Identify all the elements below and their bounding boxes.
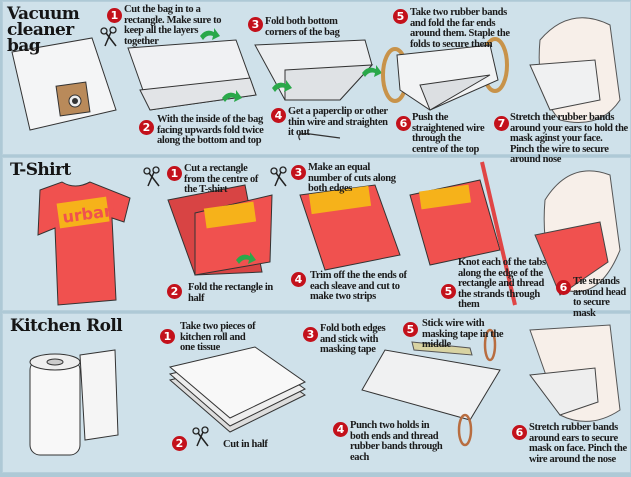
step-text: Get a paperclip or other thin wire and s… bbox=[288, 106, 388, 138]
step-text: Make an equal number of cuts along both … bbox=[308, 162, 396, 194]
step-badge: 4 bbox=[271, 108, 286, 123]
step-badge: 6 bbox=[512, 425, 527, 440]
step-badge: 3 bbox=[248, 17, 263, 32]
step-badge: 1 bbox=[107, 8, 122, 23]
step-badge: 6 bbox=[556, 280, 571, 295]
paperclip-icon bbox=[298, 133, 341, 141]
section-title-vacuum: Vacuum cleaner bag bbox=[7, 4, 80, 56]
section-title-kitchen-roll: Kitchen Roll bbox=[10, 316, 123, 336]
knotted-rectangle-illustration bbox=[409, 161, 517, 306]
scissors-icon bbox=[192, 426, 209, 447]
step-text: Knot each of the tabs along the edge of … bbox=[458, 257, 546, 310]
step-text: Stretch rubber bands around ears to secu… bbox=[529, 422, 627, 465]
step-text: With the inside of the bag facing upward… bbox=[157, 114, 264, 146]
step-badge: 5 bbox=[393, 9, 408, 24]
face-paper-mask-illustration bbox=[529, 17, 621, 123]
tshirt-illustration: urban bbox=[37, 181, 131, 306]
step-badge: 3 bbox=[303, 327, 318, 342]
step-badge: 4 bbox=[291, 272, 306, 287]
step-badge: 6 bbox=[396, 116, 411, 131]
step-text: Cut a rectangle from the centre of the T… bbox=[184, 163, 259, 195]
step-text: Fold the rectangle in half bbox=[188, 282, 273, 304]
step-badge: 5 bbox=[403, 322, 418, 337]
paper-sheets-illustration bbox=[168, 346, 306, 433]
face-kitchen-mask-illustration bbox=[529, 324, 621, 422]
step-text: Fold both bottom corners of the bag bbox=[265, 16, 340, 38]
step-text: Punch two holds in both ends and thread … bbox=[350, 420, 443, 463]
kitchen-roll-illustration bbox=[29, 349, 119, 456]
step-text: Cut in half bbox=[223, 439, 268, 450]
cut-rectangle-illustration bbox=[299, 184, 401, 271]
step-badge: 2 bbox=[139, 120, 154, 135]
paper-mask-tape-illustration bbox=[361, 328, 501, 447]
mask-with-bands-illustration bbox=[381, 37, 509, 111]
step-text: Take two rubber bands and fold the far e… bbox=[410, 7, 510, 50]
step-badge: 2 bbox=[167, 284, 182, 299]
step-text: Trim off the the ends of each sleave and… bbox=[310, 270, 407, 302]
scissors-icon bbox=[270, 166, 287, 187]
step-text: Stretch the rubber bands around your ear… bbox=[510, 112, 628, 165]
section-title-tshirt: T-Shirt bbox=[10, 160, 71, 180]
step-badge: 7 bbox=[494, 116, 509, 131]
step-text: Fold both edges and stick with masking t… bbox=[320, 323, 386, 355]
cut-bag-illustration bbox=[127, 39, 257, 111]
folded-rectangle-illustration bbox=[167, 184, 273, 276]
step-badge: 2 bbox=[172, 436, 187, 451]
step-text: Push the straightened wire through the c… bbox=[412, 112, 485, 155]
step-text: Stick wire with masking tape in the midd… bbox=[422, 318, 504, 350]
scissors-icon bbox=[143, 166, 160, 187]
step-badge: 1 bbox=[160, 329, 175, 344]
vacuum-bag-illustration bbox=[11, 37, 117, 131]
folded-corners-illustration bbox=[254, 39, 374, 101]
step-badge: 3 bbox=[291, 165, 306, 180]
step-text: Take two pieces of kitchen roll and one … bbox=[180, 321, 256, 353]
step-text: Cut the bag in to a rectangle. Make sure… bbox=[124, 4, 222, 47]
step-badge: 4 bbox=[333, 422, 348, 437]
scissors-icon bbox=[100, 26, 117, 47]
step-badge: 5 bbox=[441, 284, 456, 299]
face-cloth-mask-illustration bbox=[534, 170, 621, 296]
step-badge: 1 bbox=[167, 166, 182, 181]
step-text: Tie strands around head to secure mask bbox=[573, 276, 626, 319]
